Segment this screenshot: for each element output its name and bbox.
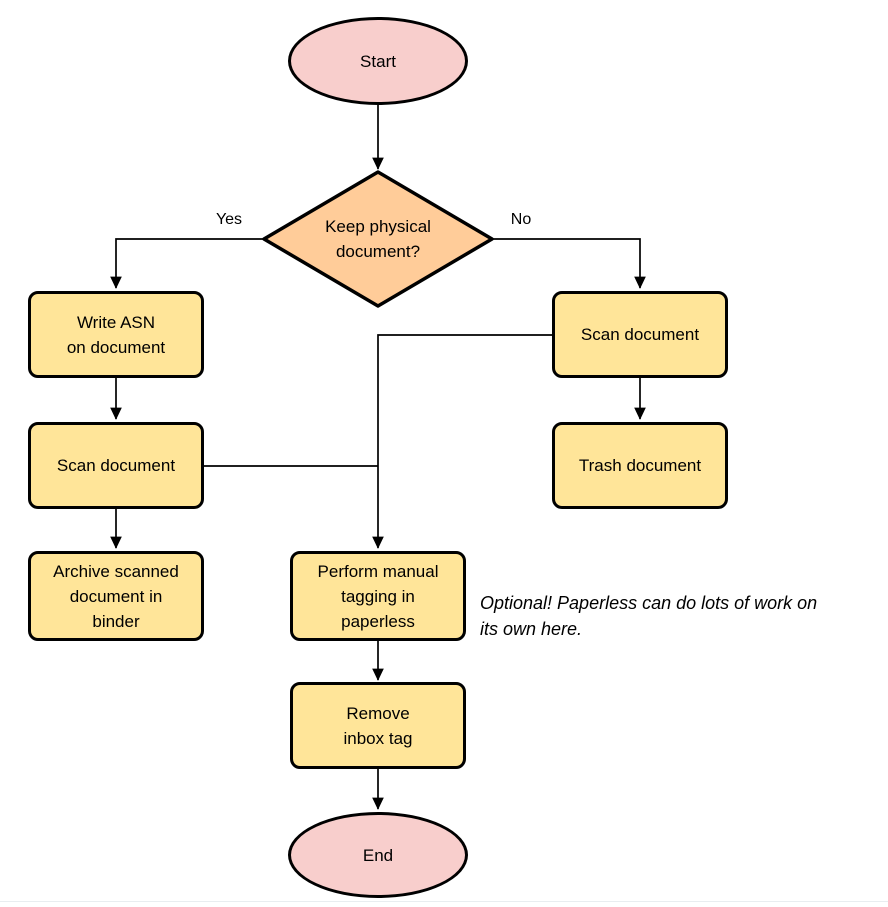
node-start: Start	[288, 17, 468, 105]
node-write-asn-on-document: Write ASN on document	[28, 291, 204, 378]
decision-diamond-shape	[262, 170, 494, 308]
edge-label-yes: Yes	[215, 211, 243, 228]
edge-scan-right-to-tagging	[372, 334, 552, 549]
node-perform-manual-tagging: Perform manual tagging in paperless	[290, 551, 466, 641]
node-scan-document-left: Scan document	[28, 422, 204, 509]
node-scan-document-right: Scan document	[552, 291, 728, 378]
node-end: End	[288, 812, 468, 898]
edge-label-no: No	[510, 211, 532, 228]
node-archive-scanned-document: Archive scanned document in binder	[28, 551, 204, 641]
edge-decision-to-scan-right	[492, 238, 646, 289]
edge-decision-to-write-asn	[110, 238, 264, 289]
annotation-optional-paperless: Optional! Paperless can do lots of work …	[480, 593, 818, 639]
node-remove-inbox-tag: Remove inbox tag	[290, 682, 466, 769]
node-trash-document: Trash document	[552, 422, 728, 509]
page-bottom-divider	[0, 901, 888, 902]
node-decision-label: Keep physical document?	[325, 217, 431, 261]
